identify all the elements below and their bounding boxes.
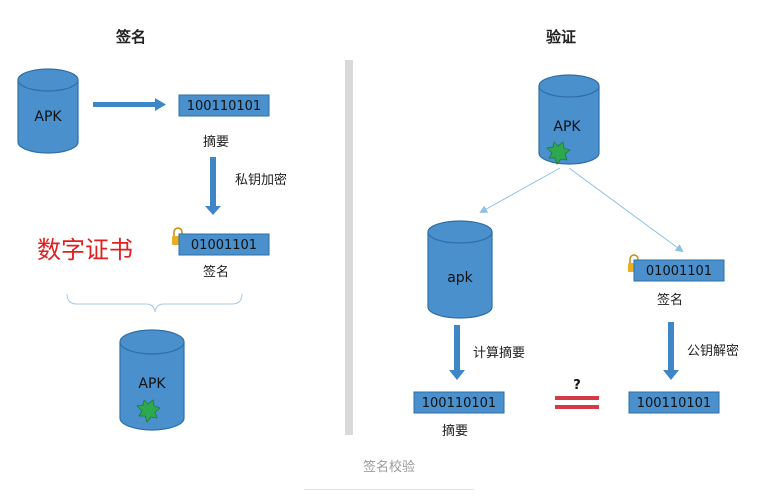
digest-label: 摘要	[203, 134, 229, 150]
encrypt-arrow	[205, 157, 221, 215]
signature-label: 签名	[203, 264, 229, 280]
apk-copy-cylinder: apk	[427, 220, 493, 319]
apk-label: APK	[34, 109, 62, 125]
compute-digest-arrow	[449, 325, 465, 380]
verify-title: 验证	[546, 28, 576, 46]
computed-digest-label: 摘要	[442, 423, 468, 439]
apk-copy-label: apk	[447, 270, 473, 286]
signature-stamp-icon	[136, 399, 161, 423]
not-equal-icon	[555, 396, 599, 409]
caption-underline	[304, 489, 474, 490]
verify-signature-label: 签名	[657, 292, 683, 308]
digest-value: 100110101	[187, 99, 261, 114]
verify-apk-label: APK	[553, 119, 581, 135]
decrypt-arrow	[663, 322, 679, 380]
split-arrow-right	[568, 167, 684, 253]
split-arrow-left	[479, 167, 561, 213]
decrypted-digest-box: 100110101	[628, 391, 720, 414]
computed-digest-box: 100110101	[413, 391, 505, 414]
computed-digest-value: 100110101	[422, 396, 496, 411]
compute-digest-label: 计算摘要	[473, 345, 525, 361]
verify-stamp-icon	[546, 141, 571, 165]
signature-value: 01001101	[191, 238, 257, 253]
section-divider	[345, 60, 353, 435]
encrypt-label: 私钥加密	[235, 172, 287, 188]
sign-title: 签名	[115, 28, 146, 46]
hash-arrow	[93, 98, 166, 111]
digest-box: 100110101	[178, 94, 270, 117]
decrypted-digest-value: 100110101	[637, 396, 711, 411]
decrypt-label: 公钥解密	[687, 343, 739, 359]
signed-apk-label: APK	[138, 376, 166, 392]
merge-bracket	[66, 293, 243, 313]
apk-cylinder: APK	[17, 68, 79, 154]
verify-signature-box: 01001101	[633, 259, 725, 282]
signature-box: 01001101	[178, 233, 270, 256]
verify-apk-cylinder: APK	[538, 74, 600, 165]
compare-question: ?	[573, 378, 581, 393]
verify-signature-value: 01001101	[646, 264, 712, 279]
figure-caption: 签名校验	[362, 460, 415, 475]
signed-apk-cylinder: APK	[119, 329, 185, 431]
certificate-label: 数字证书	[37, 236, 133, 264]
